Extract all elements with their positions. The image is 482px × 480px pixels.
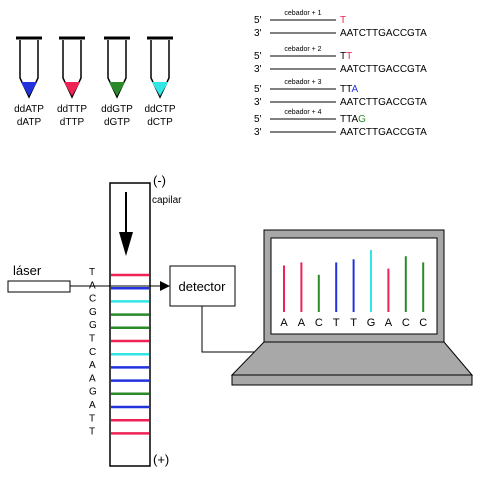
called-base: G (367, 317, 376, 329)
read-base: C (89, 294, 96, 305)
template-sequence: AATCTTGACCGTA (340, 28, 427, 39)
tube-ddgtp (104, 36, 130, 99)
tube-d-label: dTTP (60, 117, 85, 128)
tube-d-label: dCTP (147, 117, 173, 128)
five-prime-label: 5' (254, 15, 262, 26)
laser-label: láser (13, 263, 42, 278)
three-prime-label: 3' (254, 97, 262, 108)
primer-row-4: 5' cebador + 4 TTAG 3' AATCTTGACCGTA (254, 109, 427, 138)
five-prime-label: 5' (254, 84, 262, 95)
tube-d-label: dGTP (104, 117, 130, 128)
primer-label: cebador + 4 (284, 109, 321, 116)
template-sequence: AATCTTGACCGTA (340, 64, 427, 75)
added-base: T (346, 51, 352, 62)
called-base: T (350, 317, 357, 329)
template-sequence: AATCTTGACCGTA (340, 127, 427, 138)
primer-added-bases: TT (340, 51, 352, 62)
tube-d-label: dATP (17, 117, 42, 128)
laptop-base (231, 374, 473, 386)
called-base: A (298, 317, 306, 329)
laser-source (7, 280, 71, 293)
primer-added-bases: TTA (340, 84, 358, 95)
primer-label: cebador + 2 (284, 46, 321, 53)
primer-label: cebador + 1 (284, 10, 321, 17)
three-prime-label: 3' (254, 127, 262, 138)
added-base: A (351, 114, 358, 125)
added-base: T (340, 84, 346, 95)
primer-row-1: 5' cebador + 1 T 3' AATCTTGACCGTA (254, 10, 427, 39)
detector-cable (201, 306, 268, 353)
tube-ddttp (59, 36, 85, 99)
template-sequence: AATCTTGACCGTA (340, 97, 427, 108)
read-base: C (89, 347, 96, 358)
tube-fill-ddctp (151, 82, 169, 96)
capillary-plus-label: (+) (153, 452, 169, 467)
read-base: T (89, 334, 95, 345)
read-base: A (89, 373, 96, 384)
read-base: G (89, 307, 97, 318)
added-base: A (351, 84, 358, 95)
called-base: C (419, 317, 427, 329)
laser: láser (7, 263, 170, 293)
read-base: G (89, 320, 97, 331)
tube-dd-label: ddCTP (144, 104, 175, 115)
read-base: T (89, 413, 95, 424)
capillary-minus-label: (-) (153, 173, 166, 188)
detector: detector (169, 265, 268, 353)
read-base: G (89, 387, 97, 398)
called-base: A (280, 317, 288, 329)
called-base: A (385, 317, 393, 329)
laptop-keyboard (230, 341, 474, 376)
called-base: T (333, 317, 340, 329)
tube-fill-ddgtp (108, 82, 126, 96)
read-base: A (89, 360, 96, 371)
added-base: T (340, 51, 346, 62)
added-base: T (340, 15, 346, 26)
tube-dd-label: ddTTP (57, 104, 87, 115)
read-base: A (89, 400, 96, 411)
primer-added-bases: TTAG (340, 114, 366, 125)
read-base: T (89, 427, 95, 438)
three-prime-label: 3' (254, 64, 262, 75)
tube-ddatp (16, 36, 42, 99)
added-base: T (346, 114, 352, 125)
three-prime-label: 3' (254, 28, 262, 39)
tube-dd-label: ddGTP (101, 104, 133, 115)
tube-dd-label: ddATP (14, 104, 44, 115)
added-base: T (340, 114, 346, 125)
primer-row-3: 5' cebador + 3 TTA 3' AATCTTGACCGTA (254, 79, 427, 108)
added-base: T (346, 84, 352, 95)
detector-label: detector (179, 279, 227, 294)
primer-label: cebador + 3 (284, 79, 321, 86)
called-base: C (315, 317, 323, 329)
tube-group: ddATP ddTTP ddGTP ddCTP dATP dTTP dGTP d… (14, 36, 176, 128)
read-base: T (89, 267, 95, 278)
capillary-label: capilar (152, 195, 182, 206)
tube-fill-ddatp (20, 82, 38, 96)
primer-panel: 5' cebador + 1 T 3' AATCTTGACCGTA 5' ceb… (254, 10, 427, 138)
five-prime-label: 5' (254, 51, 262, 62)
primer-row-2: 5' cebador + 2 TT 3' AATCTTGACCGTA (254, 46, 427, 75)
primer-added-bases: T (340, 15, 346, 26)
five-prime-label: 5' (254, 114, 262, 125)
called-base: C (402, 317, 410, 329)
migration-arrow-icon (119, 232, 133, 256)
tube-ddctp (147, 36, 173, 99)
gel-bands (111, 273, 149, 435)
beam-arrow-icon (160, 281, 170, 291)
added-base: G (358, 114, 366, 125)
tube-fill-ddttp (63, 82, 81, 96)
chromatogram (283, 250, 425, 312)
